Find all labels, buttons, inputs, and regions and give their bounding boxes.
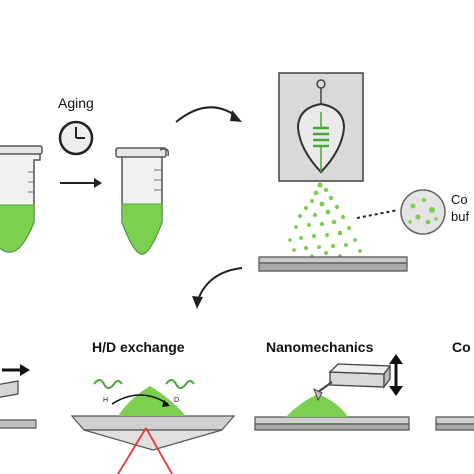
hd-exchange-panel	[70, 379, 236, 474]
curved-arrow-icon-bottom	[192, 267, 243, 309]
h-label: H	[103, 397, 109, 404]
tube-icon	[115, 147, 170, 255]
nanomechanics-panel	[254, 354, 410, 431]
bubble-label-line1: Co	[451, 192, 468, 207]
droplet-bubble-icon	[400, 189, 446, 235]
clock-icon	[58, 120, 94, 156]
bubble-label-line2: buf	[451, 209, 470, 224]
cut-panel-label: Co	[452, 339, 471, 355]
afm-cantilever-icon	[313, 363, 392, 402]
arrow-icon-1	[60, 178, 102, 188]
aging-label: Aging	[58, 95, 94, 111]
d-label: D	[174, 397, 180, 404]
electrospray-icon	[278, 72, 364, 182]
panel-left-cut	[0, 364, 37, 429]
hd-exchange-label: H/D exchange	[92, 339, 185, 355]
tube-icon-left	[0, 145, 43, 253]
spray-droplets	[288, 182, 362, 258]
curved-arrow-icon-top	[175, 106, 242, 123]
substrate-top	[258, 256, 408, 272]
dotted-connector	[356, 209, 399, 219]
double-arrow-icon	[389, 354, 403, 396]
panel-right-cut	[435, 416, 474, 431]
nanomechanics-label: Nanomechanics	[266, 339, 374, 355]
